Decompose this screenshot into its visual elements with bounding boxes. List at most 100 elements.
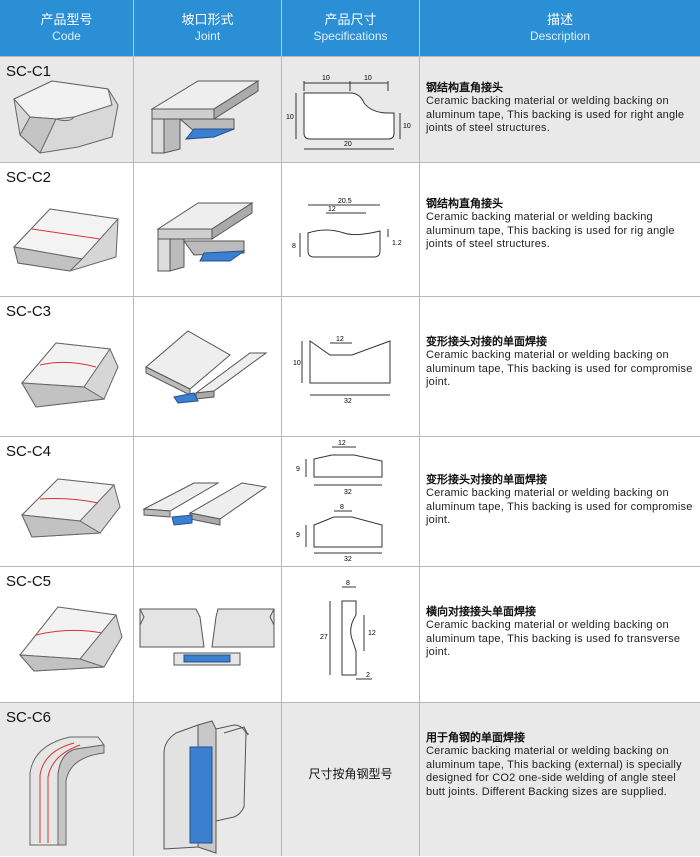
dim-label: 32 (344, 398, 352, 405)
product-code: SC-C2 (6, 169, 52, 186)
spec-cell: 12 10 32 (282, 297, 420, 436)
table-row-sc-c4: SC-C4 12 9 (0, 436, 700, 566)
backing-block-illustration (20, 342, 119, 408)
desc-en: Ceramic backing material or welding back… (426, 745, 682, 798)
desc-zh: 用于角钢的单面焊接 (426, 731, 525, 744)
spec-cell: 尺寸按角钢型号 (282, 703, 420, 856)
joint-cell (134, 567, 282, 702)
header-desc-en: Description (529, 29, 591, 43)
dim-label: 1.2 (392, 240, 402, 247)
product-code: SC-C3 (6, 303, 52, 320)
desc-zh: 变形接头对接的单面焊接 (426, 335, 547, 348)
table-row-sc-c6: SC-C6 尺寸按角钢型号 用于角钢的单面焊接 Ceramic (0, 702, 700, 856)
joint-illustration (150, 80, 260, 154)
joint-illustration (139, 608, 275, 666)
spec-cell: 10 10 10 10 20 (282, 57, 420, 162)
dim-label: 10 (286, 114, 294, 121)
dim-label: 8 (292, 243, 296, 250)
dim-label: 12 (336, 336, 344, 343)
desc-zh: 横向对接接头单面焊接 (426, 605, 536, 618)
backing-block-illustration (13, 80, 119, 154)
table-header: 产品型号 Code 坡口形式 Joint 产品尺寸 Specifications… (0, 0, 700, 56)
joint-cell (134, 163, 282, 296)
header-joint-zh: 坡口形式 (181, 12, 234, 27)
joint-cell (134, 437, 282, 566)
desc-en: Ceramic backing material or welding back… (426, 211, 675, 250)
header-spec-zh: 产品尺寸 (324, 12, 377, 27)
header-desc-zh: 描述 (546, 12, 573, 27)
backing-block-illustration (20, 478, 121, 538)
code-cell: SC-C1 (0, 57, 134, 162)
dimension-drawing: 10 10 10 10 20 (286, 75, 411, 150)
table-row-sc-c3: SC-C3 12 10 (0, 296, 700, 436)
desc-cell: 变形接头对接的单面焊接 Ceramic backing material or … (420, 437, 700, 566)
desc-en: Ceramic backing material or welding back… (426, 95, 685, 134)
header-joint: 坡口形式 Joint (134, 0, 282, 56)
code-cell: SC-C2 (0, 163, 134, 296)
dim-label: 9 (296, 466, 300, 473)
code-cell: SC-C6 (0, 703, 134, 856)
table-row-sc-c2: SC-C2 20.5 (0, 162, 700, 296)
desc-zh: 钢结构直角接头 (426, 81, 503, 94)
desc-cell: 变形接头对接的单面焊接 Ceramic backing material or … (420, 297, 700, 436)
header-code-zh: 产品型号 (40, 12, 93, 27)
backing-block-illustration (29, 736, 105, 846)
joint-illustration (156, 202, 254, 272)
backing-block-illustration (12, 208, 119, 272)
header-desc: 描述 Description (420, 0, 700, 56)
table-row-sc-c5: SC-C5 8 27 (0, 566, 700, 702)
code-cell: SC-C3 (0, 297, 134, 436)
desc-zh: 变形接头对接的单面焊接 (426, 473, 547, 486)
dim-label: 10 (293, 360, 301, 367)
dim-label: 20 (344, 141, 352, 148)
spec-cell: 12 9 32 8 9 32 (282, 437, 420, 566)
joint-cell (134, 57, 282, 162)
product-code: SC-C1 (6, 63, 52, 80)
joint-cell (134, 297, 282, 436)
backing-block-illustration (18, 606, 123, 672)
header-spec: 产品尺寸 Specifications (282, 0, 420, 56)
dimension-drawing: 12 10 32 (293, 336, 391, 405)
spec-cell: 8 27 12 2 (282, 567, 420, 702)
dim-label: 9 (296, 532, 300, 539)
spec-cell: 20.5 12 8 1.2 (282, 163, 420, 296)
joint-illustration (145, 330, 268, 404)
dimension-drawing: 20.5 12 8 1.2 (292, 198, 402, 258)
dim-label: 27 (320, 634, 328, 641)
table-row-sc-c1: SC-C1 10 (0, 56, 700, 162)
dim-label: 10 (403, 123, 411, 130)
joint-illustration (163, 720, 249, 854)
dim-label: 12 (368, 630, 376, 637)
desc-cell: 横向对接接头单面焊接 Ceramic backing material or w… (420, 567, 700, 702)
desc-zh: 钢结构直角接头 (426, 197, 503, 210)
dim-label: 32 (344, 556, 352, 563)
dim-label: 10 (364, 75, 372, 82)
joint-illustration (142, 482, 268, 526)
dimension-drawing: 12 9 32 8 9 32 (296, 440, 383, 563)
desc-en: Ceramic backing material or welding back… (426, 349, 693, 388)
desc-cell: 钢结构直角接头 Ceramic backing material or weld… (420, 57, 700, 162)
joint-cell (134, 703, 282, 856)
dim-label: 32 (344, 489, 352, 496)
spec-text: 尺寸按角钢型号 (308, 767, 393, 781)
product-code: SC-C4 (6, 443, 52, 460)
dim-label: 10 (322, 75, 330, 82)
dimension-drawing: 8 27 12 2 (320, 580, 376, 680)
dim-label: 8 (346, 580, 350, 587)
desc-en: Ceramic backing material or welding back… (426, 487, 693, 526)
header-code: 产品型号 Code (0, 0, 134, 56)
desc-cell: 用于角钢的单面焊接 Ceramic backing material or we… (420, 703, 700, 856)
desc-cell: 钢结构直角接头 Ceramic backing material or weld… (420, 163, 700, 296)
dim-label: 12 (338, 440, 346, 447)
product-code: SC-C5 (6, 573, 52, 590)
dim-label: 2 (366, 672, 370, 679)
dim-label: 20.5 (338, 198, 352, 205)
desc-en: Ceramic backing material or welding back… (426, 619, 681, 658)
header-code-en: Code (52, 29, 81, 43)
code-cell: SC-C4 (0, 437, 134, 566)
product-code: SC-C6 (6, 709, 52, 726)
header-joint-en: Joint (194, 29, 221, 43)
dim-label: 12 (328, 206, 336, 213)
header-spec-en: Specifications (313, 29, 388, 43)
